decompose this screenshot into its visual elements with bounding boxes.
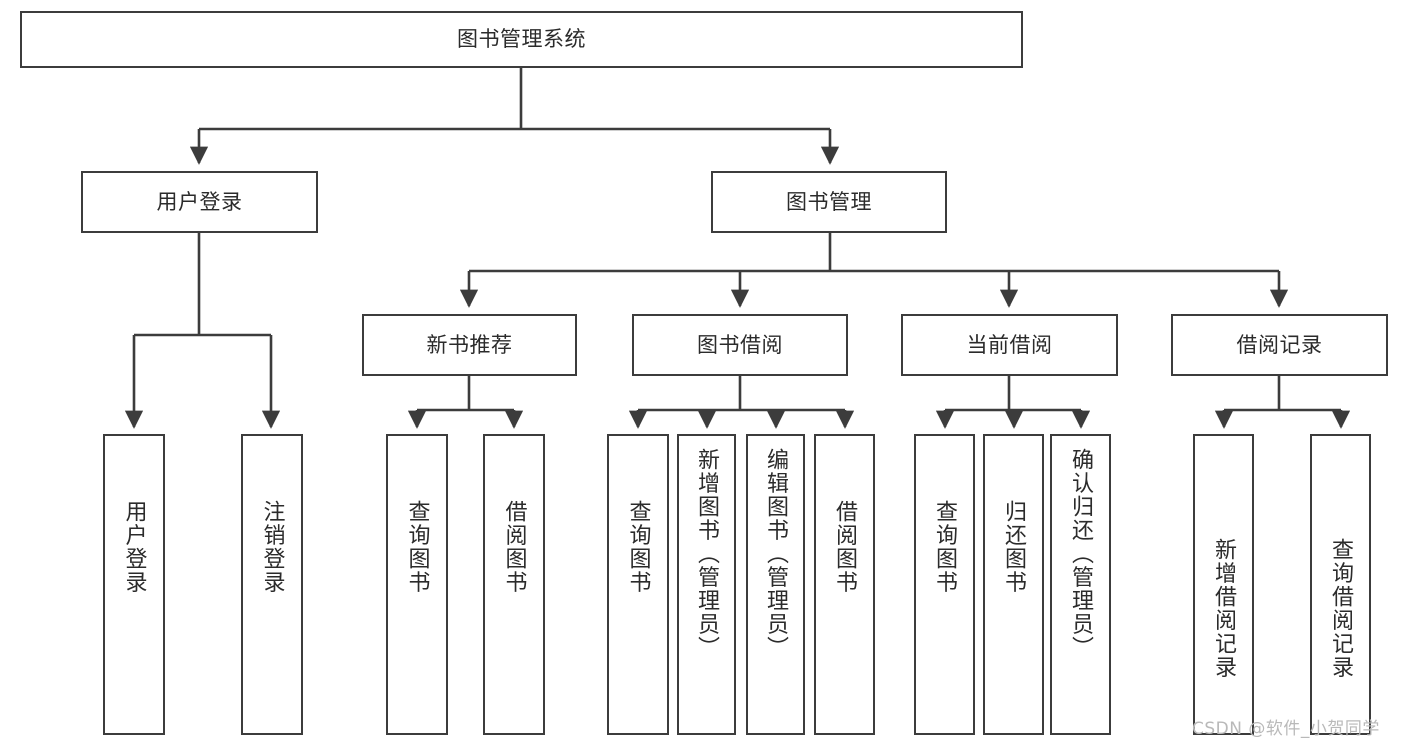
node-book-manage[interactable]: 图书管理	[711, 171, 947, 233]
node-book-borrow-label: 图书借阅	[697, 332, 783, 357]
node-leaf-query-book-1-label: 查询图书	[404, 500, 430, 594]
node-leaf-confirm-return[interactable]: 确认归还（管理员）	[1050, 434, 1111, 735]
node-leaf-query-book-1[interactable]: 查询图书	[386, 434, 448, 735]
node-user-login[interactable]: 用户登录	[81, 171, 318, 233]
node-new-book-recommend[interactable]: 新书推荐	[362, 314, 577, 376]
node-leaf-add-record[interactable]: 新增借阅记录	[1193, 434, 1254, 735]
csdn-watermark: CSDN @软件_小贺同学	[1192, 719, 1380, 739]
node-leaf-add-record-label: 新增借阅记录	[1211, 538, 1237, 679]
node-user-login-label: 用户登录	[156, 189, 243, 214]
node-leaf-query-book-2[interactable]: 查询图书	[607, 434, 669, 735]
node-leaf-return-book[interactable]: 归还图书	[983, 434, 1044, 735]
node-new-book-recommend-label: 新书推荐	[426, 332, 513, 357]
node-leaf-edit-book-label: 编辑图书（管理员）	[763, 448, 789, 660]
node-leaf-edit-book[interactable]: 编辑图书（管理员）	[746, 434, 805, 735]
node-leaf-add-book-label: 新增图书（管理员）	[694, 448, 720, 660]
node-leaf-logout-label: 注销登录	[259, 500, 285, 594]
node-leaf-query-book-2-label: 查询图书	[625, 500, 651, 594]
node-leaf-user-login[interactable]: 用户登录	[103, 434, 165, 735]
node-leaf-borrow-book-1-label: 借阅图书	[501, 500, 527, 594]
node-borrow-record[interactable]: 借阅记录	[1171, 314, 1388, 376]
node-book-borrow[interactable]: 图书借阅	[632, 314, 848, 376]
node-leaf-query-record[interactable]: 查询借阅记录	[1310, 434, 1371, 735]
node-book-manage-label: 图书管理	[786, 189, 872, 214]
node-leaf-confirm-return-label: 确认归还（管理员）	[1068, 448, 1094, 660]
node-current-borrow-label: 当前借阅	[966, 332, 1053, 357]
node-current-borrow[interactable]: 当前借阅	[901, 314, 1118, 376]
node-leaf-borrow-book-2[interactable]: 借阅图书	[814, 434, 875, 735]
node-leaf-query-book-3-label: 查询图书	[932, 500, 958, 594]
node-leaf-logout[interactable]: 注销登录	[241, 434, 303, 735]
node-leaf-query-book-3[interactable]: 查询图书	[914, 434, 975, 735]
node-leaf-return-book-label: 归还图书	[1001, 500, 1027, 594]
node-leaf-user-login-label: 用户登录	[121, 500, 147, 594]
node-leaf-borrow-book-2-label: 借阅图书	[832, 500, 858, 594]
node-root[interactable]: 图书管理系统	[20, 11, 1023, 68]
node-root-label: 图书管理系统	[457, 27, 586, 52]
node-leaf-query-record-label: 查询借阅记录	[1328, 538, 1354, 679]
node-leaf-add-book[interactable]: 新增图书（管理员）	[677, 434, 736, 735]
node-borrow-record-label: 借阅记录	[1236, 332, 1323, 357]
node-leaf-borrow-book-1[interactable]: 借阅图书	[483, 434, 545, 735]
